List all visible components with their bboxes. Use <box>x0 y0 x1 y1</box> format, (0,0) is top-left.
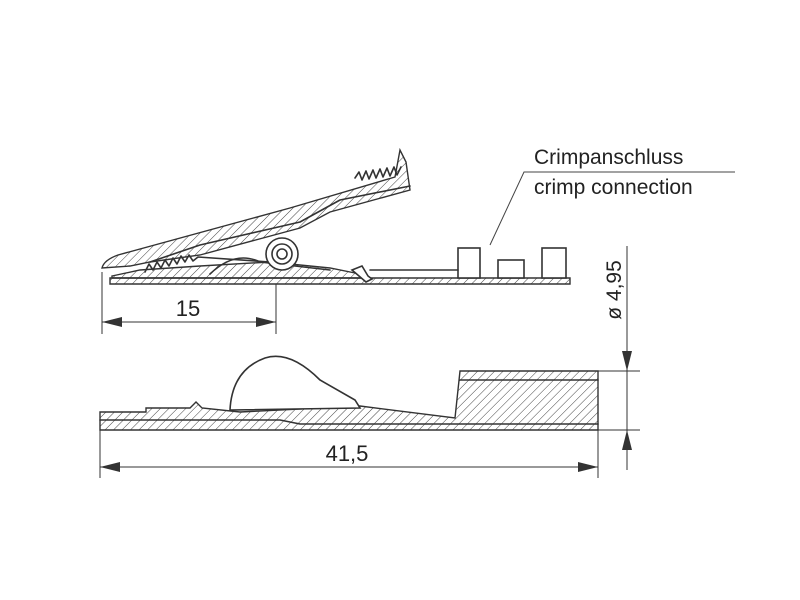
clip-side-view <box>101 147 571 285</box>
crimp-tab-2 <box>497 259 525 279</box>
upper-jaw <box>101 147 411 269</box>
base-strip <box>109 277 571 285</box>
clip-top-view <box>99 355 599 431</box>
pivot-inner <box>276 248 288 260</box>
lower-jaw <box>111 261 371 279</box>
crimp-tab-1 <box>457 247 481 279</box>
lower-jaw-teeth <box>144 254 271 273</box>
crimp-leader-line <box>489 171 735 246</box>
upper-jaw-teeth <box>354 166 402 181</box>
upper-jaw-inner <box>149 185 411 263</box>
spring <box>209 257 331 275</box>
dimension-jaw-length-value: 15 <box>176 296 200 321</box>
dimension-diameter <box>598 246 640 470</box>
lever-tab <box>350 265 374 283</box>
top-bump <box>229 355 362 411</box>
crimp-tab-3 <box>541 247 567 279</box>
lower-body-line <box>99 419 599 425</box>
dimension-diameter-value: ø 4,95 <box>603 260 626 320</box>
dimension-jaw-length <box>101 272 277 334</box>
crimp-label-en: crimp connection <box>534 176 693 199</box>
dimension-total-length <box>99 420 599 478</box>
dimension-total-length-value: 41,5 <box>326 441 369 466</box>
crimp-label-de: Crimpanschluss <box>534 146 683 169</box>
